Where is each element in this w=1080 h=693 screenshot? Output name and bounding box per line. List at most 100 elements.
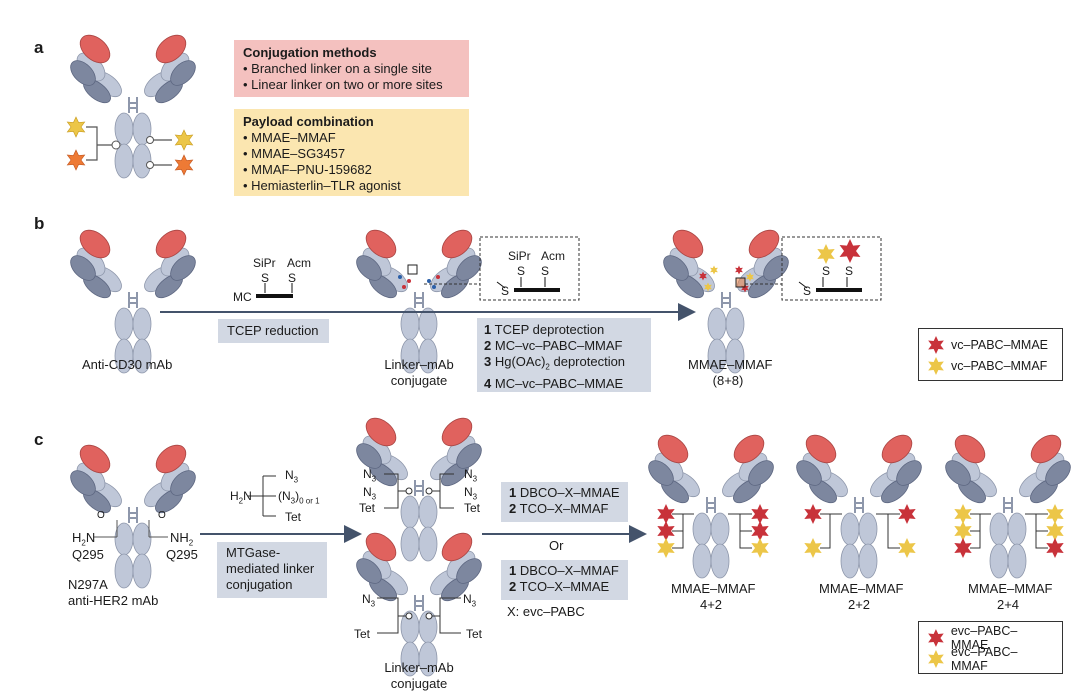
- legend-c: evc–PABC–MMAE evc–PABC–MMAF: [918, 621, 1063, 674]
- or-label: Or: [549, 538, 564, 553]
- panel-c-product-3: [940, 428, 1076, 579]
- yellow-star-icon: [928, 649, 944, 668]
- reagent-c-tet: Tet: [285, 510, 302, 524]
- payload-item: MMAE–MMAF: [243, 130, 460, 146]
- inset1-s: S: [517, 264, 526, 278]
- panel-b-inset-1: [424, 236, 580, 301]
- linker-mab-line-1: Linker–mAb: [384, 357, 454, 372]
- h2n-label: H2N: [72, 530, 96, 548]
- linker-mab-label-c: Linker–mAb conjugate: [384, 660, 454, 692]
- reagent-c-n3-top: N3: [285, 468, 299, 485]
- mtgase-box: MTGase- mediated linker conjugation: [217, 542, 327, 598]
- panel-b-steps-box: 1 TCEP deprotection 2 MC–vc–PABC–MMAF 3 …: [477, 318, 651, 392]
- route-step: 1 DBCO–X–MMAE: [509, 485, 620, 500]
- legend-item-evc-mmaf: evc–PABC–MMAF: [927, 645, 1054, 673]
- route-step: 1 DBCO–X–MMAF: [509, 563, 619, 578]
- inset1-sipr: SiPr: [508, 249, 531, 263]
- linker-mab-line-2: conjugate: [390, 373, 448, 388]
- panel-c-start-antibody: [65, 438, 201, 589]
- conjugation-methods-box: Conjugation methods Branched linker on a…: [234, 40, 469, 97]
- q295-right: Q295: [166, 547, 198, 562]
- tag-tet: Tet: [354, 627, 371, 641]
- anti-her2-line-2: anti-HER2 mAb: [68, 593, 159, 608]
- route-step: 2 TCO–X–MMAF: [509, 501, 609, 516]
- panel-c-product-1: [643, 428, 779, 579]
- payload-item: Hemiasterlin–TLR agonist: [243, 178, 460, 194]
- legend-item-mmaf: vc–PABC–MMAF: [927, 355, 1054, 376]
- payload-combination-box: Payload combination MMAE–MMAF MMAE–SG345…: [234, 109, 469, 196]
- legend-item-mmae: vc–PABC–MMAE: [927, 334, 1054, 355]
- panel-label-a: a: [34, 38, 44, 57]
- route-b-box: 1 DBCO–X–MMAF 2 TCO–X–MMAE: [501, 560, 628, 600]
- route-step: 2 TCO–X–MMAE: [509, 579, 610, 594]
- tcep-reduction-box: TCEP reduction: [218, 319, 329, 343]
- anti-cd30-label: Anti-CD30 mAb: [82, 357, 173, 372]
- red-star-icon: [928, 335, 944, 354]
- panel-b-product-antibody: [658, 223, 794, 374]
- linker-mab-line-2: conjugate: [390, 676, 448, 691]
- inset2-s: S: [803, 284, 812, 298]
- panel-label-c: c: [34, 430, 44, 449]
- step-item: 3 Hg(OAc)2 deprotection: [484, 354, 626, 372]
- payload-item: MMAF–PNU-159682: [243, 162, 460, 178]
- tag-n3: N3: [362, 592, 376, 609]
- step-item: 1 TCEP deprotection: [484, 322, 605, 337]
- x-note: X: evc–PABC: [507, 604, 585, 619]
- tcep-reduction-label: TCEP reduction: [227, 323, 319, 338]
- reagent-sipr: SiPr: [253, 256, 276, 270]
- panel-b-reagent: [256, 283, 293, 298]
- conjugation-method-item: Branched linker on a single site: [243, 61, 460, 77]
- conjugation-methods-heading: Conjugation methods: [243, 45, 377, 60]
- c-o-right: O: [158, 510, 166, 521]
- panel-b-intermediate-antibody: [351, 223, 487, 374]
- route-a-box: 1 DBCO–X–MMAE 2 TCO–X–MMAF: [501, 482, 628, 522]
- reagent-acm: Acm: [287, 256, 311, 270]
- panel-b-inset-2: [745, 236, 882, 301]
- mtgase-line: MTGase-: [226, 545, 281, 560]
- inset1-s: S: [541, 264, 550, 278]
- panel-label-b: b: [34, 214, 45, 233]
- legend-item-evc-mmae: evc–PABC–MMAE: [927, 624, 1054, 652]
- reagent-s: S: [261, 271, 270, 285]
- reagent-c-h2n: H2N: [230, 489, 252, 506]
- q295-left: Q295: [72, 547, 104, 562]
- product-name: MMAE–MMAF: [688, 357, 773, 372]
- panel-b-start-antibody: [65, 223, 201, 374]
- tag-n3: N3: [363, 467, 377, 484]
- conjugation-method-item: Linear linker on two or more sites: [243, 77, 460, 93]
- mmae-mmaf-8-8-label: MMAE–MMAF (8+8): [688, 357, 773, 389]
- panel-c-product-2: [791, 428, 927, 579]
- payload-combination-heading: Payload combination: [243, 114, 374, 129]
- inset2-s: S: [845, 264, 854, 278]
- linker-mab-line-1: Linker–mAb: [384, 660, 454, 675]
- product-ratio: (8+8): [712, 373, 744, 388]
- mtgase-line: conjugation: [226, 577, 293, 592]
- panel-c-lower-intermediate: [351, 526, 487, 677]
- linker-mab-label-b: Linker–mAb conjugate: [384, 357, 454, 389]
- step-item: 4 MC–vc–PABC–MMAE: [484, 375, 624, 391]
- reagent-c-n3-mid: (N3)0 or 1: [278, 489, 320, 506]
- step-item: 2 MC–vc–PABC–MMAF: [484, 338, 623, 353]
- inset1-s: S: [501, 284, 510, 298]
- tag-n3: N3: [363, 485, 377, 502]
- payload-item: MMAE–SG3457: [243, 146, 460, 162]
- c-o-left: O: [97, 510, 105, 521]
- yellow-star-icon: [928, 356, 944, 375]
- legend-b: vc–PABC–MMAE vc–PABC–MMAF: [918, 328, 1063, 381]
- anti-her2-label: N297A anti-HER2 mAb: [68, 577, 158, 609]
- panel-c-reagent: [248, 475, 276, 517]
- tag-n3: N3: [464, 485, 478, 502]
- anti-her2-line-1: N297A: [68, 577, 108, 592]
- tag-tet: Tet: [359, 501, 376, 515]
- panel-c-upper-intermediate: [351, 411, 487, 562]
- reagent-s: S: [288, 271, 297, 285]
- panel-a-antibody: [65, 28, 201, 179]
- red-star-icon: [928, 628, 944, 647]
- tag-n3: N3: [464, 467, 478, 484]
- nh2-label: NH2: [170, 530, 194, 548]
- tag-tet: Tet: [466, 627, 483, 641]
- reagent-mc: MC: [233, 290, 252, 304]
